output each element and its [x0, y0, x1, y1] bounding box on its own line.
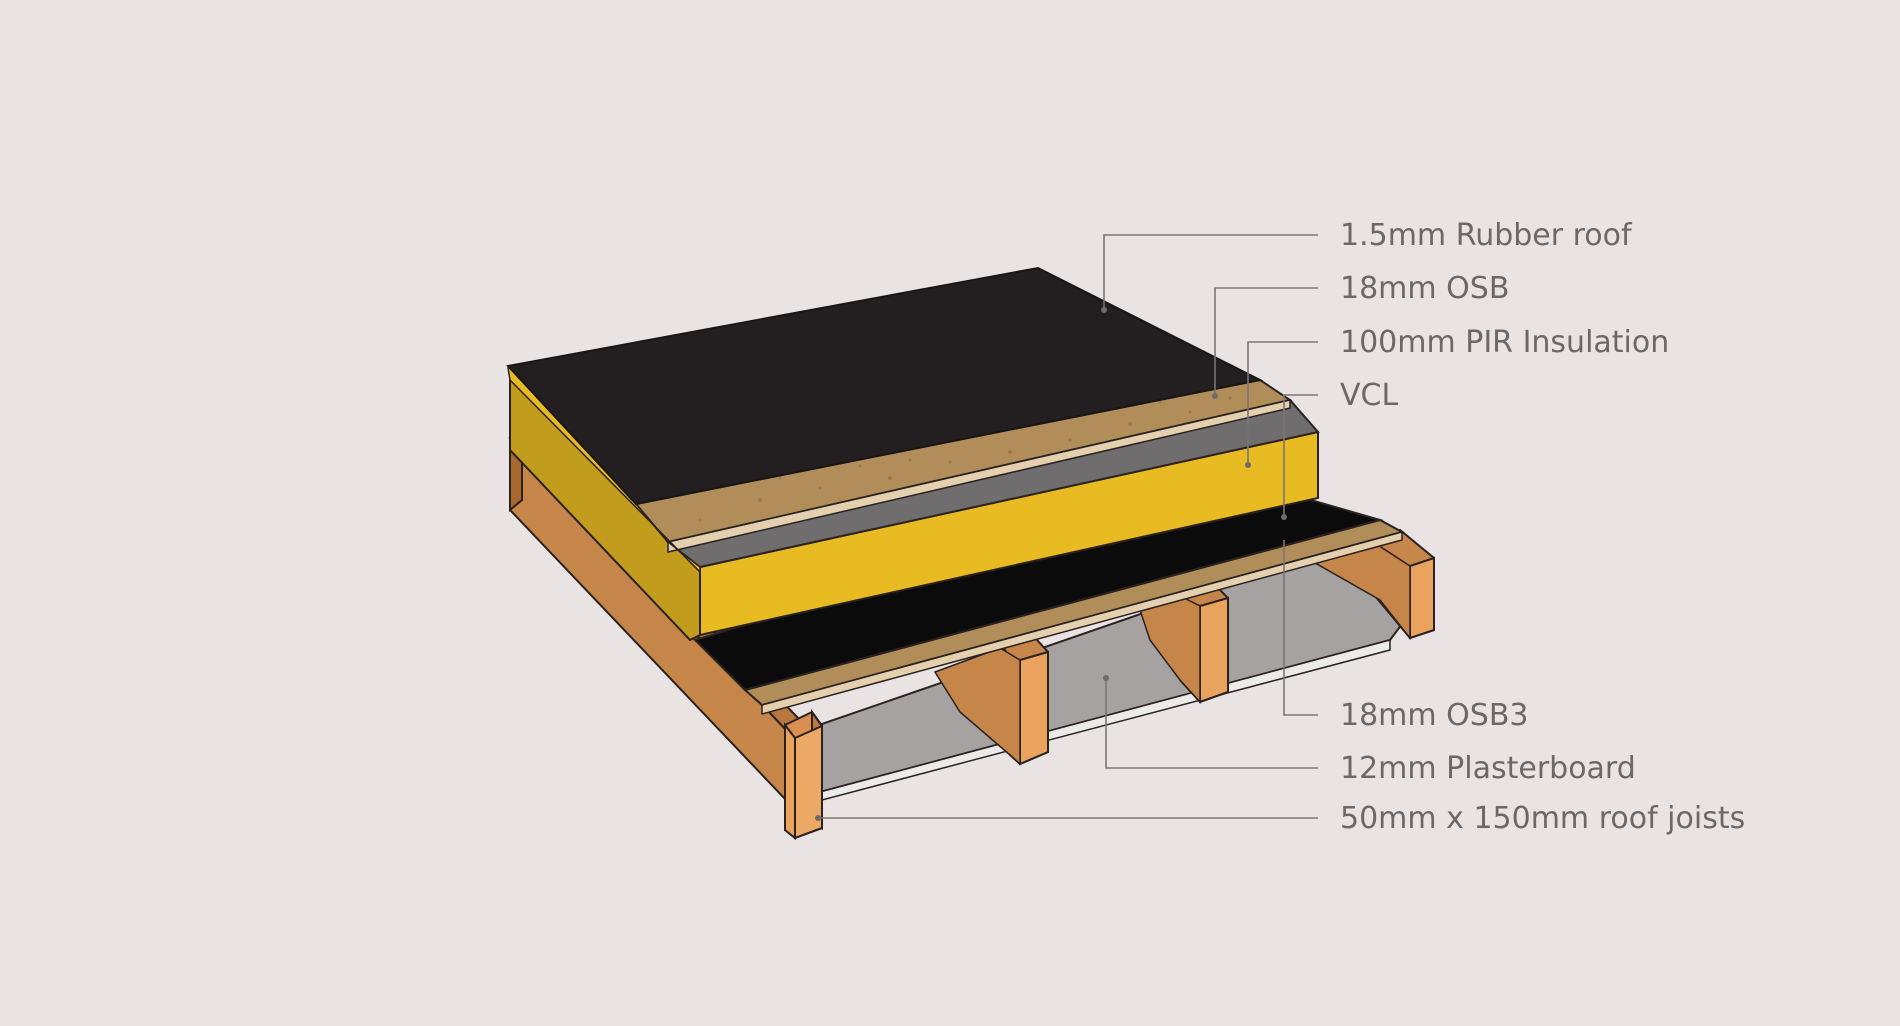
label-plasterboard: 12mm Plasterboard [1340, 751, 1636, 786]
cross-joists [784, 528, 1435, 841]
callout-labels: 1.5mm Rubber roof 18mm OSB 100mm PIR Ins… [1340, 218, 1745, 836]
label-osb3: 18mm OSB3 [1340, 698, 1528, 733]
label-vcl: VCL [1340, 378, 1398, 413]
leader-lines [815, 234, 1318, 821]
osb3-deck [742, 518, 1405, 715]
label-pir-insulation: 100mm PIR Insulation [1340, 325, 1669, 360]
label-rubber-roof: 1.5mm Rubber roof [1340, 218, 1633, 253]
rubber-roof [506, 266, 1264, 574]
label-roof-joists: 50mm x 150mm roof joists [1340, 801, 1745, 836]
label-osb: 18mm OSB [1340, 271, 1509, 306]
